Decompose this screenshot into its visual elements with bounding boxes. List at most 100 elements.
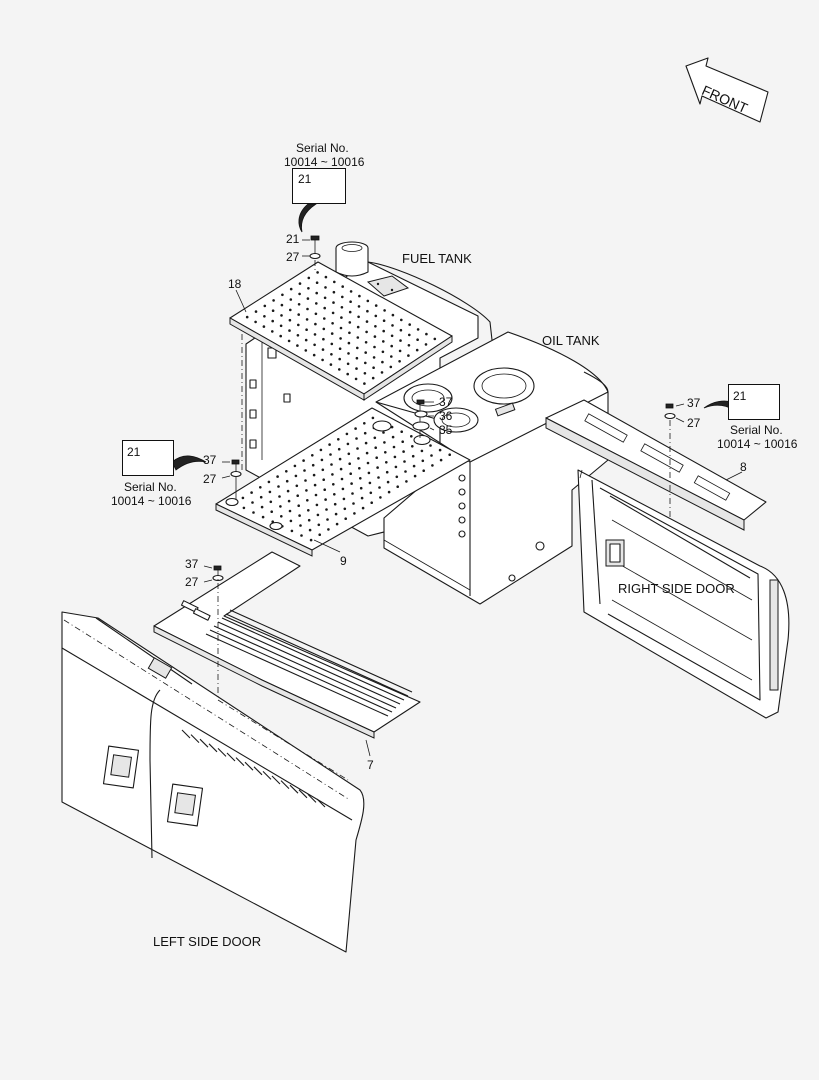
louver-slat — [280, 780, 290, 789]
perforation-hole — [338, 347, 342, 351]
perforation-hole — [270, 510, 274, 513]
perforation-hole — [374, 325, 377, 328]
perforation-hole — [321, 468, 325, 472]
perforation-hole — [271, 309, 275, 313]
perforation-hole — [267, 480, 271, 484]
perforation-hole — [382, 431, 385, 434]
perforation-hole — [338, 357, 342, 361]
perforation-hole — [330, 463, 333, 466]
perforation-hole — [333, 502, 337, 506]
louver-slat — [213, 625, 397, 709]
perforation-hole — [381, 350, 385, 354]
serial-note-top-title: Serial No. — [296, 141, 349, 155]
perforation-hole — [364, 441, 368, 445]
perforation-hole — [374, 314, 378, 318]
serial-note-right-range: 10014 ~ 10016 — [717, 437, 798, 451]
perforation-hole — [356, 346, 359, 350]
serial-note-left-box — [122, 440, 174, 476]
perforation-hole — [332, 301, 335, 304]
perforation-hole — [251, 501, 254, 504]
perforation-hole — [424, 343, 428, 346]
perforation-hole — [360, 496, 364, 500]
perforation-hole — [320, 458, 324, 462]
perforation-hole — [347, 341, 351, 345]
perforation-hole — [438, 448, 442, 452]
perforation-hole — [373, 345, 376, 349]
perforation-hole — [322, 327, 326, 331]
perforation-hole — [364, 351, 368, 354]
perforation-hole — [339, 337, 342, 340]
perforation-hole — [311, 454, 314, 457]
perforation-hole — [331, 473, 334, 476]
perforation-hole — [346, 372, 350, 376]
perforation-hole — [400, 318, 403, 322]
perforation-hole — [349, 300, 352, 304]
perforation-hole — [254, 320, 257, 324]
louver-slat — [316, 798, 326, 808]
perforation-hole — [433, 337, 437, 341]
perforation-hole — [312, 473, 316, 477]
cover-plate-9 — [215, 407, 471, 557]
perforation-hole — [271, 319, 275, 323]
perforation-hole — [245, 315, 249, 319]
perforation-hole — [296, 334, 300, 337]
perforation-hole — [391, 435, 395, 439]
perforation-hole — [337, 447, 341, 451]
perforation-hole — [375, 456, 379, 460]
perforation-hole — [263, 315, 266, 318]
callout-18: 18 — [228, 277, 242, 291]
perforation-hole — [296, 344, 299, 347]
perforation-hole — [363, 372, 367, 375]
perforation-hole — [285, 479, 289, 483]
perforation-hole — [343, 507, 347, 511]
perforation-hole — [355, 367, 358, 370]
louver-slat — [271, 775, 281, 785]
perforation-hole — [315, 291, 319, 295]
perforation-hole — [313, 343, 316, 347]
perforation-hole — [327, 528, 330, 531]
perforation-hole — [305, 328, 308, 332]
perforation-hole — [316, 513, 320, 517]
serial-note-top-range: 10014 ~ 10016 — [284, 155, 365, 169]
perforation-hole — [354, 427, 357, 430]
perforation-hole — [405, 480, 408, 483]
perforation-hole — [281, 293, 284, 297]
perforation-hole — [381, 360, 384, 364]
perforation-hole — [382, 319, 386, 323]
louver-slat — [235, 757, 245, 766]
louver-slat — [221, 617, 405, 701]
perforation-hole — [356, 447, 359, 450]
serial-note-right-part: 21 — [733, 389, 747, 403]
perforation-hole — [241, 496, 245, 500]
perforation-hole — [286, 489, 290, 493]
perforation-hole — [354, 377, 358, 381]
serial-note-top-part: 21 — [298, 172, 312, 186]
perforation-hole — [276, 475, 279, 478]
perforation-hole — [413, 474, 417, 478]
perforation-hole — [350, 482, 353, 485]
perforation-hole — [328, 443, 331, 446]
perforation-hole — [339, 326, 343, 330]
perforation-hole — [307, 287, 310, 290]
cover-plate-7 — [153, 551, 421, 739]
perforation-hole — [289, 298, 293, 301]
perforation-hole — [294, 474, 298, 478]
perforation-hole — [408, 333, 411, 337]
perforation-hole — [342, 497, 346, 501]
oil-tank-label: OIL TANK — [542, 333, 600, 348]
perforation-hole — [399, 328, 403, 332]
perforation-hole — [289, 308, 292, 312]
perforation-hole — [339, 467, 343, 471]
perforation-hole — [421, 459, 425, 463]
louver-slat — [262, 771, 272, 780]
serial-note-left-range: 10014 ~ 10016 — [111, 494, 192, 508]
perforation-hole — [363, 431, 367, 435]
perforation-hole — [355, 356, 359, 360]
perforation-hole — [287, 499, 291, 503]
perforation-hole — [324, 275, 328, 279]
serial-note-left-title: Serial No. — [124, 480, 177, 494]
louver-slat — [289, 784, 299, 794]
perforation-hole — [359, 486, 363, 490]
